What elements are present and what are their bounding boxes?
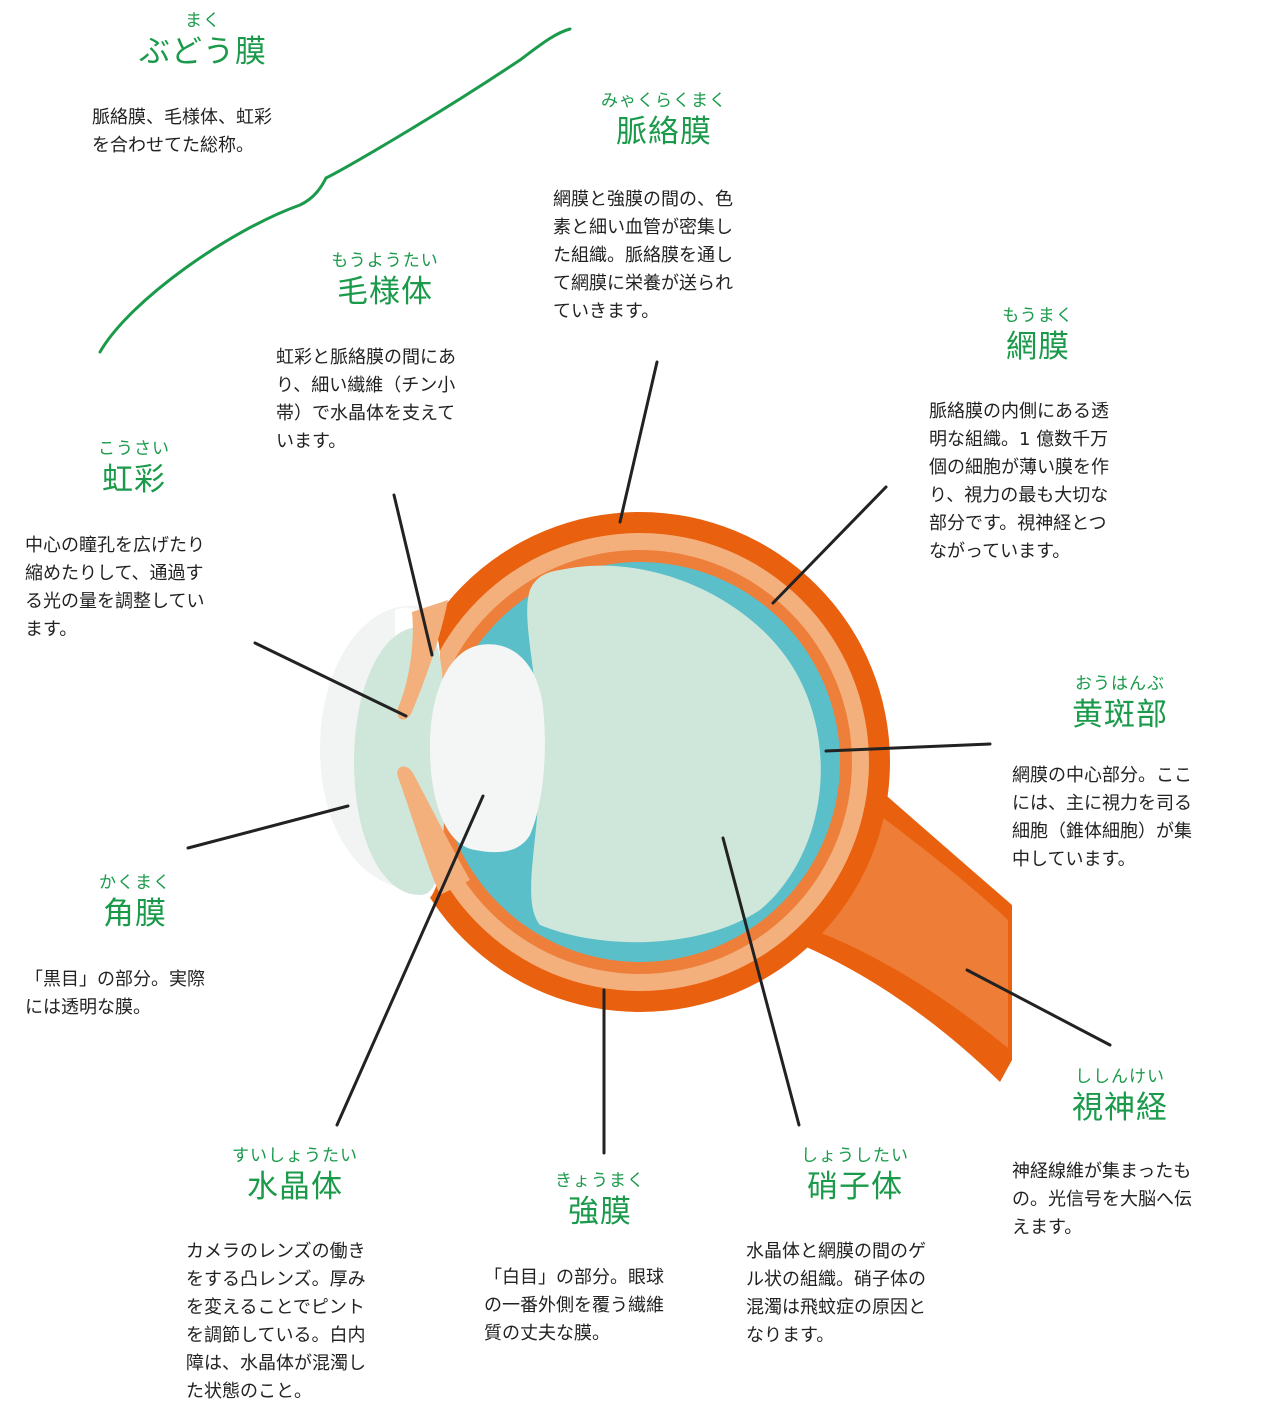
ruby-ciliary: もうようたい [331, 251, 439, 271]
ruby-uvea: まく [185, 11, 221, 31]
pointer-choroid [618, 360, 659, 524]
desc-optic: 神経線維が集まったも の。光信号を大脳へ伝 えます。 [1012, 1161, 1192, 1238]
ruby-lens: すいしょうたい [232, 1146, 358, 1166]
pointer-vitreous [721, 836, 801, 1127]
desc-uvea: 脈絡膜、毛様体、虹彩 を合わせてた総称。 [92, 107, 272, 156]
ruby-vitreous: しょうしたい [801, 1146, 909, 1166]
label-vitreous: しょうしたい 硝子体 [770, 1145, 940, 1207]
desc-lens: カメラのレンズの働き をする凸レンズ。厚み を変えることでピント を調節している… [186, 1241, 366, 1402]
ruby-choroid: みゃくらくまく [601, 91, 727, 111]
ruby-retina: もうまく [1002, 306, 1074, 326]
title-choroid: 脈絡膜 [616, 114, 712, 150]
pointer-lines [186, 360, 1112, 1155]
title-ciliary: 毛様体 [337, 274, 433, 310]
desc-retina: 脈絡膜の内側にある透 明な組織。1 億数千万 個の細胞が薄い膜を作 り、視力の最… [929, 401, 1109, 562]
pointer-iris [253, 641, 408, 718]
desc-iris: 中心の瞳孔を広げたり 縮めたりして、通過す る光の量を調整してい ます。 [25, 535, 205, 640]
iris-upper [397, 600, 448, 720]
desc-macula: 網膜の中心部分。ここ には、主に視力を司る 細胞（錐体細胞）が集 中しています。 [1012, 765, 1192, 870]
desc-vitreous: 水晶体と網膜の間のゲ ル状の組織。硝子体の 混濁は飛蚊症の原因と なります。 [746, 1241, 926, 1346]
pointer-lens [335, 794, 485, 1127]
vitreous-inner [527, 565, 821, 943]
label-cornea: かくまく 角膜 [75, 872, 195, 934]
desc-choroid: 網膜と強膜の間の、色 素と細い血管が密集し た組織。脈絡膜を通し て網膜に栄養が… [553, 189, 733, 322]
desc-sclera: 「白目」の部分。眼球 の一番外側を覆う繊維 質の丈夫な膜。 [484, 1267, 664, 1344]
label-macula: おうはんぶ 黄斑部 [1050, 673, 1190, 735]
pointer-cornea [186, 804, 350, 850]
pointer-ciliary [392, 493, 434, 657]
label-iris: こうさい 虹彩 [74, 438, 194, 500]
title-lens: 水晶体 [247, 1169, 343, 1205]
uvea-bracket-curve [98, 27, 572, 354]
ruby-iris: こうさい [98, 439, 170, 459]
desc-cornea: 「黒目」の部分。実際 には透明な膜。 [25, 969, 205, 1018]
label-ciliary: もうようたい 毛様体 [310, 250, 460, 312]
label-lens: すいしょうたい 水晶体 [205, 1145, 385, 1207]
title-macula: 黄斑部 [1072, 697, 1168, 733]
pointer-retina [771, 485, 888, 605]
title-vitreous: 硝子体 [807, 1169, 903, 1205]
lens-shape [430, 644, 545, 853]
desc-ciliary: 虹彩と脈絡膜の間にあ り、細い繊維（チン小 帯）で水晶体を支えて います。 [276, 347, 456, 452]
ruby-cornea: かくまく [99, 873, 171, 893]
title-iris: 虹彩 [102, 462, 166, 498]
label-optic: ししんけい 視神経 [1050, 1066, 1190, 1128]
title-cornea: 角膜 [103, 896, 167, 932]
pointer-macula [824, 742, 992, 753]
label-sclera: きょうまく 強膜 [520, 1170, 680, 1232]
ruby-optic: ししんけい [1075, 1067, 1165, 1087]
title-optic: 視神経 [1072, 1090, 1168, 1126]
title-retina: 網膜 [1006, 329, 1070, 365]
ruby-sclera: きょうまく [555, 1171, 645, 1191]
label-retina: もうまく 網膜 [978, 305, 1098, 367]
title-uvea: ぶどう膜 [139, 34, 267, 70]
label-uvea: まく ぶどう膜 [128, 10, 278, 72]
label-choroid: みゃくらくまく 脈絡膜 [574, 90, 754, 152]
title-sclera: 強膜 [568, 1194, 632, 1230]
ruby-macula: おうはんぶ [1075, 674, 1165, 694]
pointer-optic [965, 968, 1112, 1047]
